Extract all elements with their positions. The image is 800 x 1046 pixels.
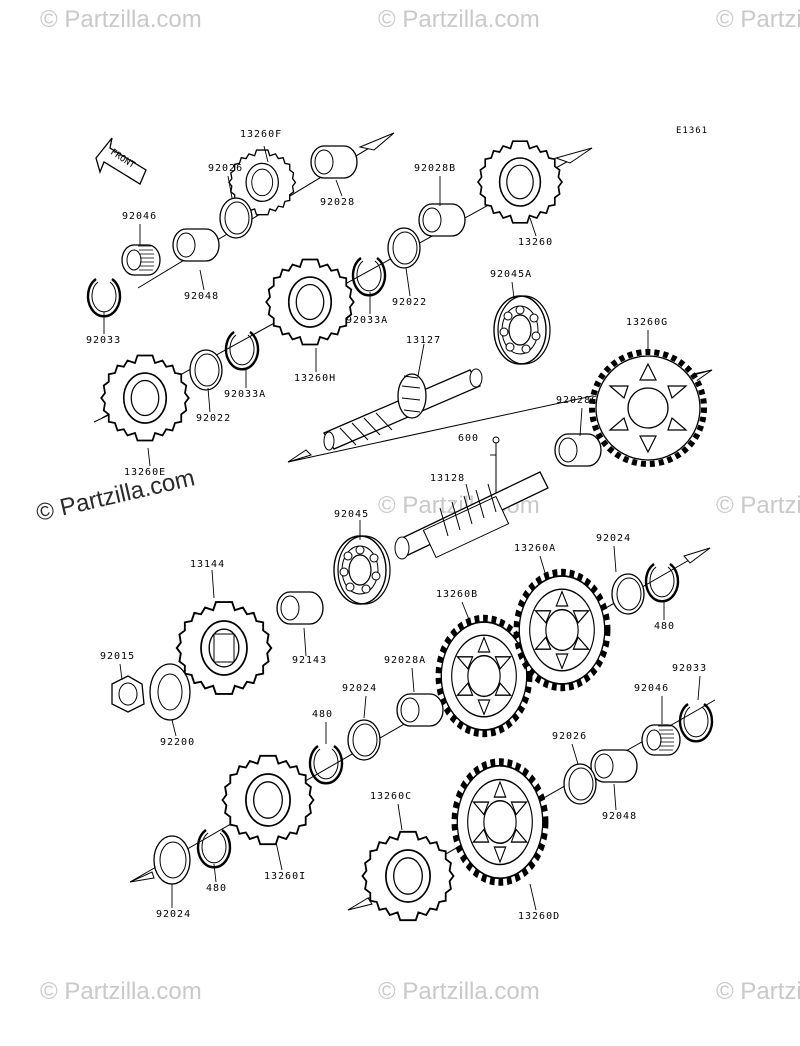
washer-92022a bbox=[387, 227, 421, 269]
part-label[interactable]: 92048 bbox=[602, 811, 638, 822]
watermark: © Partzilla.com bbox=[40, 6, 202, 33]
part-label[interactable]: 92024 bbox=[156, 909, 192, 920]
part-label[interactable]: 92028C bbox=[556, 395, 599, 406]
part-label[interactable]: 13260D bbox=[518, 911, 561, 922]
washer-92024c bbox=[153, 835, 191, 885]
part-label[interactable]: 92028A bbox=[384, 655, 427, 666]
bushing-92028C bbox=[554, 433, 602, 467]
nut-92015 bbox=[111, 675, 145, 713]
circlip-92033A2 bbox=[224, 330, 260, 371]
part-label[interactable]: 92015 bbox=[100, 651, 136, 662]
part-label[interactable]: 13260I bbox=[264, 871, 307, 882]
part-label[interactable]: 92033 bbox=[672, 663, 708, 674]
part-label[interactable]: 92024 bbox=[342, 683, 378, 694]
part-label[interactable]: 92026 bbox=[552, 731, 588, 742]
part-label[interactable]: 92033 bbox=[86, 335, 122, 346]
part-label[interactable]: 13260B bbox=[436, 589, 479, 600]
part-label[interactable]: 92046 bbox=[122, 211, 158, 222]
shaft-13127 bbox=[323, 368, 483, 451]
bearing-92045 bbox=[333, 535, 391, 605]
circlip-92033b bbox=[678, 702, 714, 743]
part-label[interactable]: 92026 bbox=[208, 163, 244, 174]
gear-13260D bbox=[454, 762, 545, 882]
part-label[interactable]: 13127 bbox=[406, 335, 442, 346]
part-label[interactable]: 13260F bbox=[240, 129, 283, 140]
bushing-92028B bbox=[418, 203, 466, 237]
part-label[interactable]: 13260 bbox=[518, 237, 554, 248]
washer-92026b bbox=[563, 763, 597, 805]
bearing-92045A bbox=[493, 295, 551, 365]
sleeve-92048b bbox=[590, 749, 638, 783]
part-label[interactable]: 13260C bbox=[370, 791, 413, 802]
gear-13260C bbox=[361, 830, 455, 922]
shaft-13128 bbox=[394, 471, 549, 560]
washer-92024b bbox=[347, 719, 381, 761]
watermark: © Partzilla.com bbox=[716, 978, 800, 1005]
part-label[interactable]: 13128 bbox=[430, 473, 466, 484]
watermark: © Partzilla.com bbox=[378, 978, 540, 1005]
part-label[interactable]: 92024 bbox=[596, 533, 632, 544]
watermark: © Partzilla.com bbox=[378, 6, 540, 33]
part-label[interactable]: 92028B bbox=[414, 163, 457, 174]
needle-bearing-92046b bbox=[641, 724, 681, 756]
part-label[interactable]: 600 bbox=[458, 433, 480, 444]
part-label[interactable]: 13260A bbox=[514, 543, 557, 554]
part-label[interactable]: 92200 bbox=[160, 737, 196, 748]
circlip-480b bbox=[308, 744, 344, 785]
part-label[interactable]: 92022 bbox=[392, 297, 428, 308]
washer-92026 bbox=[219, 197, 253, 239]
needle-bearing-92046a bbox=[121, 244, 161, 276]
part-label[interactable]: 92033A bbox=[346, 315, 389, 326]
bushing-92028A bbox=[396, 693, 444, 727]
part-label[interactable]: 92046 bbox=[634, 683, 670, 694]
part-label[interactable]: 92045A bbox=[490, 269, 533, 280]
front-arrow-icon: FRONT bbox=[95, 137, 147, 185]
part-label[interactable]: 480 bbox=[206, 883, 228, 894]
watermark: © Partzilla.com bbox=[40, 978, 202, 1005]
sleeve-92048a bbox=[172, 228, 220, 262]
leader-lines bbox=[103, 145, 701, 911]
gear-13260H bbox=[265, 258, 355, 346]
circlip-92033a bbox=[86, 277, 122, 318]
part-label[interactable]: 92045 bbox=[334, 509, 370, 520]
part-label[interactable]: 13260H bbox=[294, 373, 337, 384]
washer-92200 bbox=[149, 663, 191, 721]
gear-13260I bbox=[221, 754, 315, 846]
washer-92022b bbox=[189, 349, 223, 391]
part-label[interactable]: 13260E bbox=[124, 467, 167, 478]
part-label[interactable]: 92143 bbox=[292, 655, 328, 666]
part-label[interactable]: 92028 bbox=[320, 197, 356, 208]
sprocket-13144 bbox=[175, 601, 273, 695]
collar-92143 bbox=[276, 591, 324, 625]
gear-13260A bbox=[516, 572, 607, 687]
part-label[interactable]: 480 bbox=[654, 621, 676, 632]
watermark: © Partzilla.com bbox=[716, 492, 800, 519]
gear-13260E bbox=[100, 354, 190, 442]
gear-13260G bbox=[589, 349, 707, 467]
part-label[interactable]: 92048 bbox=[184, 291, 220, 302]
part-label[interactable]: 13144 bbox=[190, 559, 226, 570]
bushing-92028 bbox=[310, 145, 358, 179]
part-label[interactable]: 92022 bbox=[196, 413, 232, 424]
part-label[interactable]: 13260G bbox=[626, 317, 669, 328]
gear-13260 bbox=[477, 140, 563, 224]
part-label[interactable]: 92033A bbox=[224, 389, 267, 400]
washer-92024a bbox=[611, 573, 645, 615]
circlip-480c bbox=[196, 828, 232, 869]
part-label[interactable]: 480 bbox=[312, 709, 334, 720]
diagram-code: E1361 bbox=[676, 126, 709, 136]
watermark: © Partzilla.com bbox=[716, 6, 800, 33]
